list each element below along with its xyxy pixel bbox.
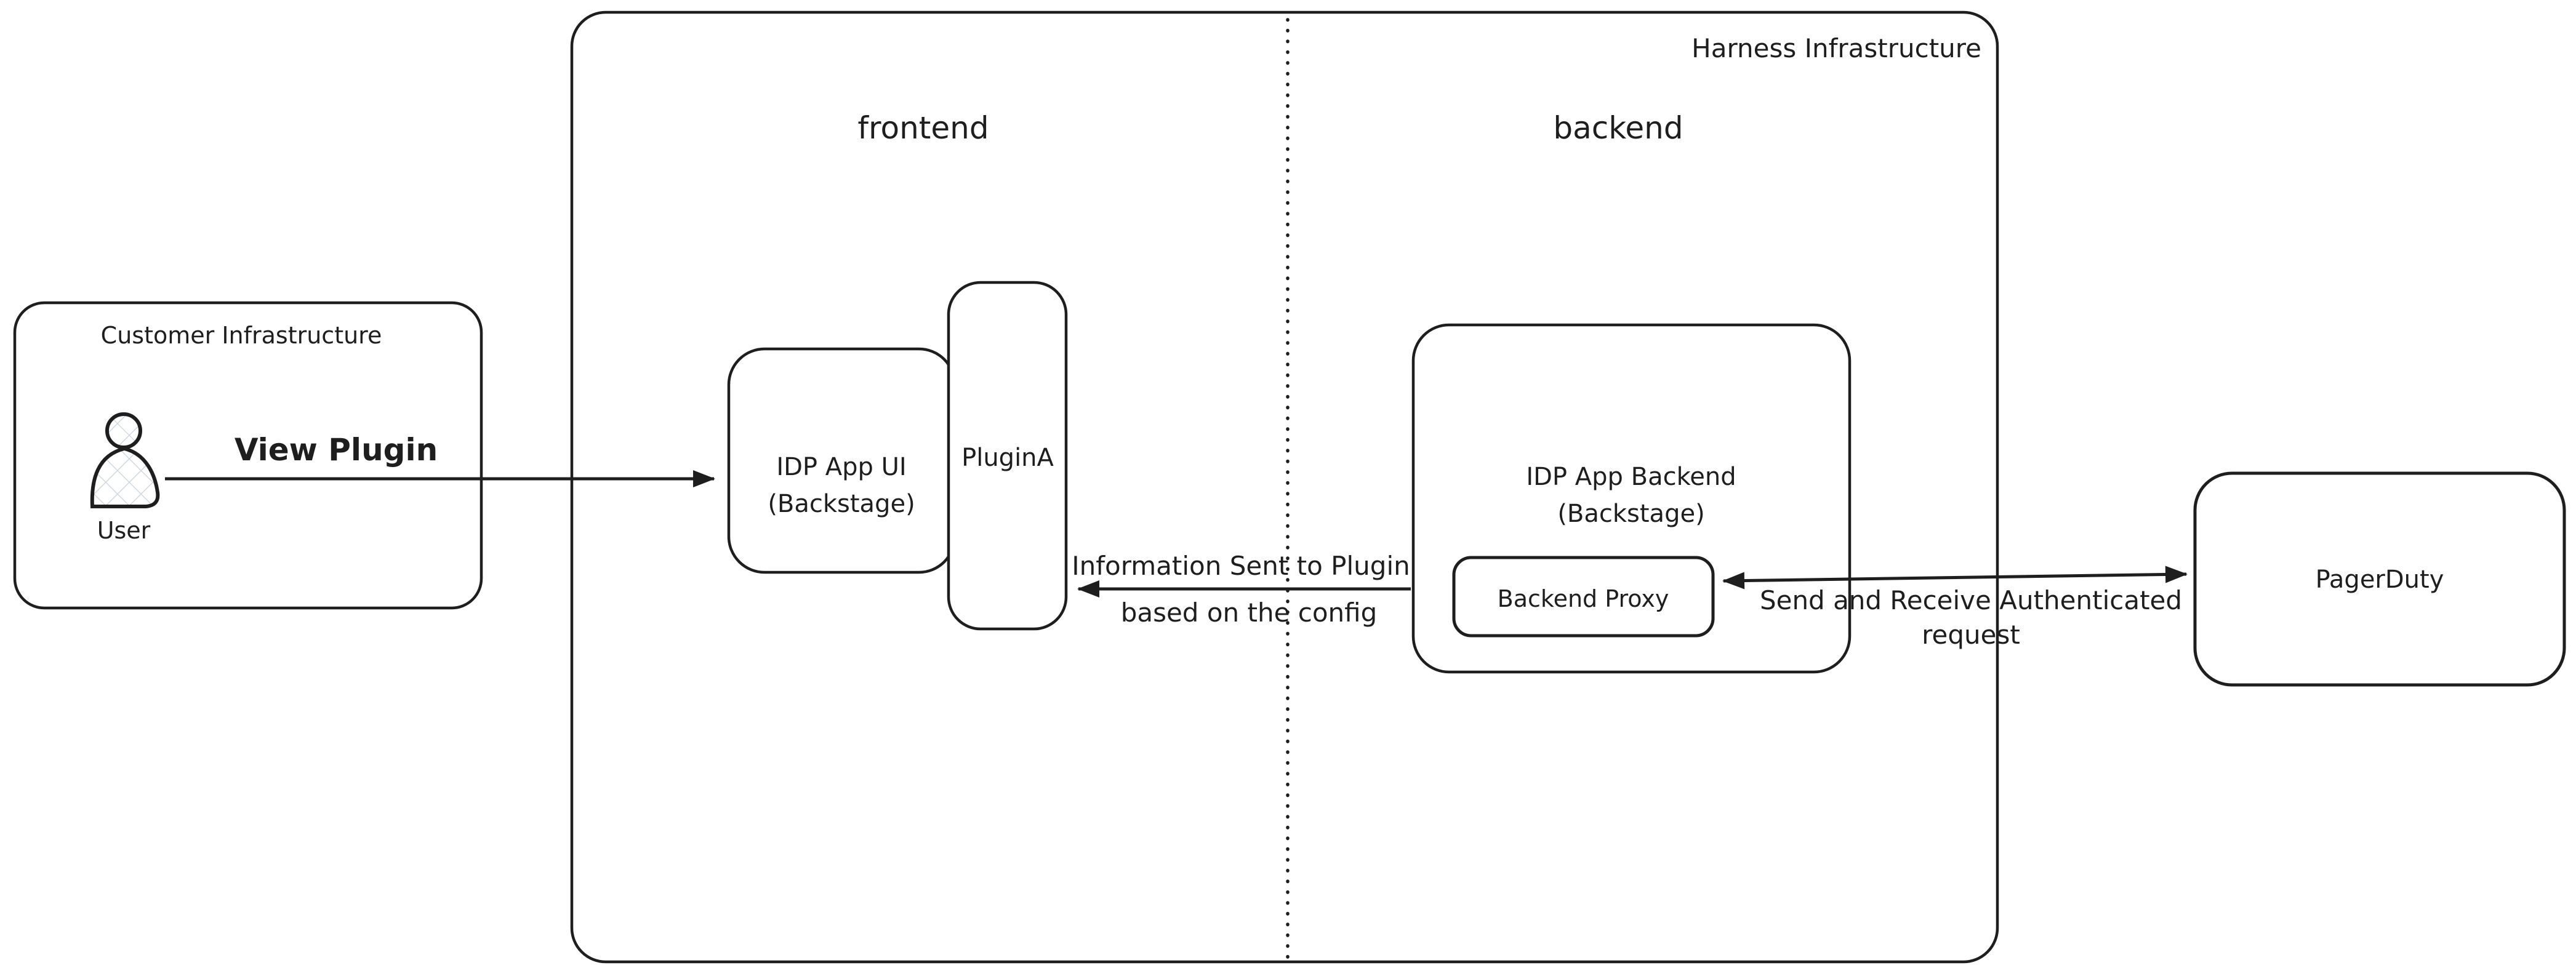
backend-zone-label: backend bbox=[1553, 110, 1683, 146]
user-head bbox=[105, 412, 142, 449]
idp-app-ui-label-line1: IDP App UI bbox=[776, 453, 906, 481]
idp-app-backend-label-line2: (Backstage) bbox=[1557, 500, 1704, 528]
backend-proxy-box bbox=[1452, 556, 1715, 638]
plugin-a-label: PluginA bbox=[961, 444, 1054, 472]
customer-infrastructure-box bbox=[13, 301, 483, 610]
send-receive-label-line2: request bbox=[1922, 620, 2020, 650]
plugin-a-box bbox=[947, 281, 1068, 631]
send-receive-arrow bbox=[1722, 566, 2188, 590]
backend-proxy-label: Backend Proxy bbox=[1498, 585, 1669, 612]
frontend-zone-label: frontend bbox=[857, 110, 989, 146]
info-sent-label-line2: based on the config bbox=[1121, 598, 1378, 628]
harness-infrastructure-label: Harness Infrastructure bbox=[1691, 33, 1981, 63]
customer-infrastructure-label: Customer Infrastructure bbox=[101, 322, 382, 349]
user-body bbox=[90, 446, 160, 508]
send-receive-label-line1: Send and Receive Authenticated bbox=[1760, 585, 2182, 615]
pagerduty-box bbox=[2193, 471, 2566, 687]
pagerduty-label: PagerDuty bbox=[2316, 566, 2444, 594]
user-label: User bbox=[97, 517, 151, 544]
idp-app-ui-label-line2: (Backstage) bbox=[768, 490, 915, 518]
info-sent-label-line1: Information Sent to Plugin bbox=[1072, 551, 1410, 581]
view-plugin-arrow-label: View Plugin bbox=[235, 432, 438, 468]
user-icon bbox=[90, 412, 160, 508]
harness-infrastructure-box bbox=[570, 10, 1999, 964]
idp-app-backend-label-line1: IDP App Backend bbox=[1526, 463, 1736, 491]
